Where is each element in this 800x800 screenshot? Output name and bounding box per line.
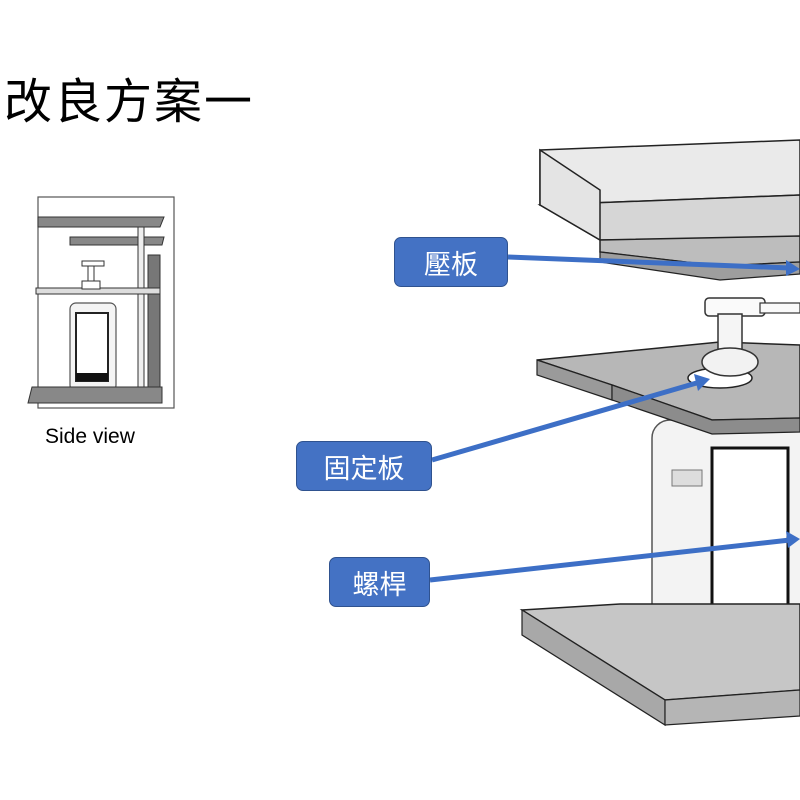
- top-block: [537, 139, 800, 242]
- base-plate-shape: [519, 603, 800, 727]
- callout-screw-rod: 螺桿: [329, 557, 430, 607]
- side-view-caption: Side view: [45, 425, 135, 448]
- callout-pressure-plate: 壓板: [394, 237, 508, 287]
- callout-fixing-plate: 固定板: [296, 441, 432, 491]
- side-view-drawing: [27, 196, 175, 409]
- pressure-plate-shape: [599, 235, 800, 281]
- callout-label: 固定板: [323, 453, 405, 485]
- callout-label: 壓板: [424, 249, 478, 281]
- title-text: 改良方案一: [4, 74, 255, 130]
- slide-title: 改良方案一: [0, 62, 254, 132]
- pump: [701, 297, 800, 377]
- callout-label: 螺桿: [352, 569, 407, 601]
- callout-arrows: [429, 254, 800, 583]
